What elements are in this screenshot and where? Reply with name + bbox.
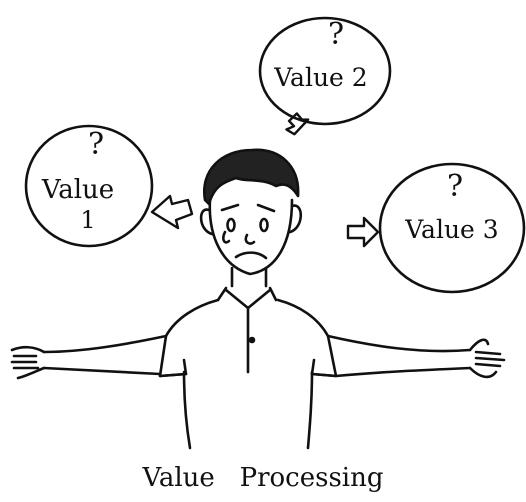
shirt — [158, 298, 338, 450]
question-mark: ? — [328, 17, 344, 52]
eyebrow-right — [256, 203, 276, 213]
neck — [230, 266, 268, 288]
sleeve-left — [158, 358, 188, 378]
arm-left — [42, 334, 168, 376]
eye-right — [259, 217, 269, 233]
mouth — [234, 251, 268, 260]
sleeve-right — [310, 358, 338, 378]
ear-left — [199, 208, 214, 236]
question-mark: ? — [88, 127, 104, 162]
eyebrow-left — [220, 203, 240, 212]
bubble-label-line1: Value 3 — [404, 215, 498, 244]
hand-left — [10, 345, 46, 380]
bubble-label-line2: 1 — [80, 206, 95, 234]
confused-man-figure — [10, 148, 506, 450]
hand-right — [468, 338, 506, 379]
ear-right — [288, 204, 303, 234]
shirt-button — [248, 336, 256, 344]
arm-right — [326, 334, 472, 378]
arrow-up-icon — [285, 112, 310, 136]
bubble-circle — [24, 124, 154, 248]
face — [208, 198, 294, 276]
collar — [216, 286, 278, 310]
bubble-label-line1: Value 2 — [273, 63, 367, 92]
bubble-label-line1: Value — [41, 175, 114, 205]
bubble-circle — [258, 16, 392, 126]
caption: Value Processing — [141, 463, 383, 493]
bubble-value-2: ? Value 2 — [258, 16, 392, 126]
nose — [244, 233, 256, 245]
bubble-value-1: ? Value 1 — [24, 124, 154, 248]
tear — [222, 230, 231, 244]
bubble-circle — [378, 162, 526, 294]
eye-left — [226, 217, 236, 233]
arrow-left-icon — [150, 194, 194, 230]
question-mark: ? — [447, 169, 463, 204]
hair — [202, 148, 300, 206]
bubble-value-3: ? Value 3 — [378, 162, 526, 294]
arrow-right-icon — [346, 216, 380, 248]
